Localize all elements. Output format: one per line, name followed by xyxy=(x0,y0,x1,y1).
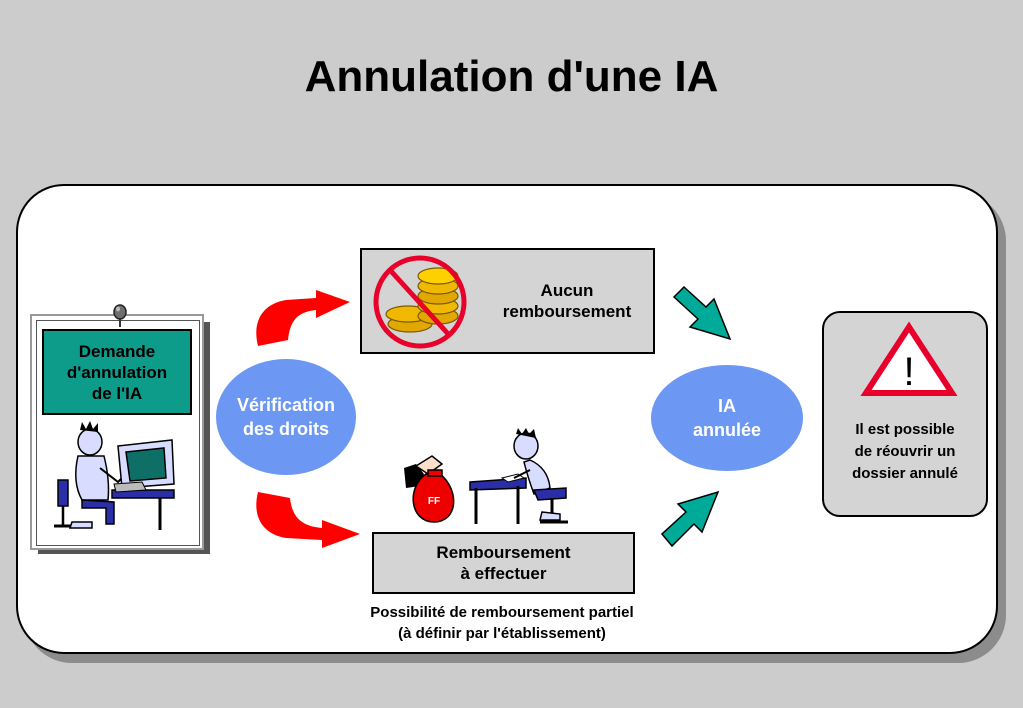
page-title: Annulation d'une IA xyxy=(304,52,719,101)
desk-worker-icon xyxy=(469,428,568,524)
verification-ellipse: Vérification des droits xyxy=(216,359,356,475)
pushpin-icon xyxy=(113,304,127,327)
teal-arrow-top xyxy=(672,285,732,341)
demande-box: Demande d'annulation de l'IA xyxy=(42,329,192,415)
aucun-remboursement-box: Aucun remboursement xyxy=(360,248,655,354)
warning-mark: ! xyxy=(903,350,914,394)
bag-label: FF xyxy=(428,496,440,507)
no-coins-icon xyxy=(373,255,467,349)
red-arrow-top xyxy=(256,290,350,346)
warning-text: Il est possible de réouvrir un dossier a… xyxy=(852,421,958,482)
red-arrow-bottom xyxy=(256,492,360,548)
teal-arrow-bottom xyxy=(660,490,720,548)
warning-triangle-icon: ! xyxy=(860,321,958,396)
money-bag-icon: FF xyxy=(404,455,455,523)
remboursement-box: Remboursement à effectuer xyxy=(372,532,635,594)
warning-box: ! Il est possible de réouvrir un dossier… xyxy=(822,311,988,517)
remboursement-caption: Possibilité de remboursement partiel (à … xyxy=(370,604,634,642)
ia-annulee-ellipse: IA annulée xyxy=(651,365,803,471)
computer-user-icon xyxy=(54,421,175,530)
aucun-remboursement-label: Aucun remboursement xyxy=(502,281,632,321)
